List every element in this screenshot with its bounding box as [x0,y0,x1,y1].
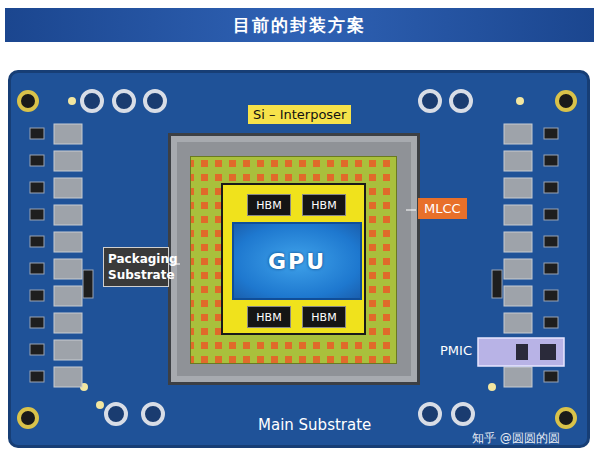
leader-line [166,264,180,265]
gold-hole [557,409,575,427]
capacitor [30,182,44,193]
capacitor [30,290,44,301]
inductor [54,205,82,225]
gold-hole [19,409,37,427]
pmic-part [540,344,556,360]
inductor [54,232,82,252]
pmic-part [516,344,528,360]
capacitor [30,263,44,274]
capacitor [30,236,44,247]
hole [420,91,440,111]
hbm-chip: HBM [247,306,291,328]
hbm-chip-label: HBM [248,307,290,327]
gpu-die-label: GPU [234,224,360,298]
hbm-chip-label: HBM [303,307,345,327]
inductor [54,367,82,387]
inductor [54,286,82,306]
hbm-chip-label: HBM [303,195,345,215]
inductor [54,313,82,333]
capacitor [30,155,44,166]
capacitor [30,209,44,220]
title-bar: 目前的封装方案 [5,8,594,42]
gold-hole [19,92,37,110]
gold-hole [557,92,575,110]
hole [420,404,440,424]
inductor [54,259,82,279]
title-text: 目前的封装方案 [5,8,594,42]
capacitor [30,344,44,355]
inductor [504,232,532,252]
hole [145,91,165,111]
capacitor [30,371,44,382]
inductor [54,340,82,360]
capacitor [30,317,44,328]
dot [488,383,496,391]
inductor [504,124,532,144]
main-substrate-label: Main Substrate [258,416,371,434]
pmic-label: PMIC [440,343,472,358]
inductor [504,151,532,171]
hole [106,404,126,424]
hbm-chip-label: HBM [248,195,290,215]
component [83,270,93,298]
capacitor [544,290,558,301]
dot [516,97,524,105]
dot [96,401,104,409]
inductor [54,178,82,198]
gpu-die: GPU [232,222,362,300]
hole [114,91,134,111]
hbm-chip: HBM [247,194,291,216]
capacitor [544,155,558,166]
hbm-chip: HBM [302,194,346,216]
capacitor [544,128,558,139]
si-interposer-label: Si – Interposer [248,105,351,124]
inductor [54,124,82,144]
inductor [504,313,532,333]
capacitor [544,209,558,220]
capacitor [30,128,44,139]
capacitor [544,371,558,382]
inductor [504,367,532,387]
watermark: 知乎 @圆圆的圆 [472,430,560,447]
capacitor [544,263,558,274]
inductor [504,259,532,279]
inductor [504,205,532,225]
hole [82,91,102,111]
dot [68,97,76,105]
capacitor [544,182,558,193]
capacitor [544,317,558,328]
hole [453,404,473,424]
packaging-substrate: Packaging SubstrateSi – InterposerHBMHBM… [168,133,420,385]
main-substrate: Main Substrate Packaging Substrate Si – In… [8,70,590,448]
hole [143,404,163,424]
packaging-substrate-label: Packaging Substrate [103,247,169,287]
capacitor [544,236,558,247]
inductor [54,151,82,171]
pmic-chip [478,338,564,366]
si-interposer: Si – InterposerHBMHBMGPUHBMHBM [190,156,397,364]
leader-line [406,210,416,211]
component [492,270,502,298]
hbm-chip: HBM [302,306,346,328]
mounting-holes [19,91,575,427]
mlcc-callout: MLCC [418,198,467,219]
inductor [504,286,532,306]
inductor [504,178,532,198]
hole [451,91,471,111]
